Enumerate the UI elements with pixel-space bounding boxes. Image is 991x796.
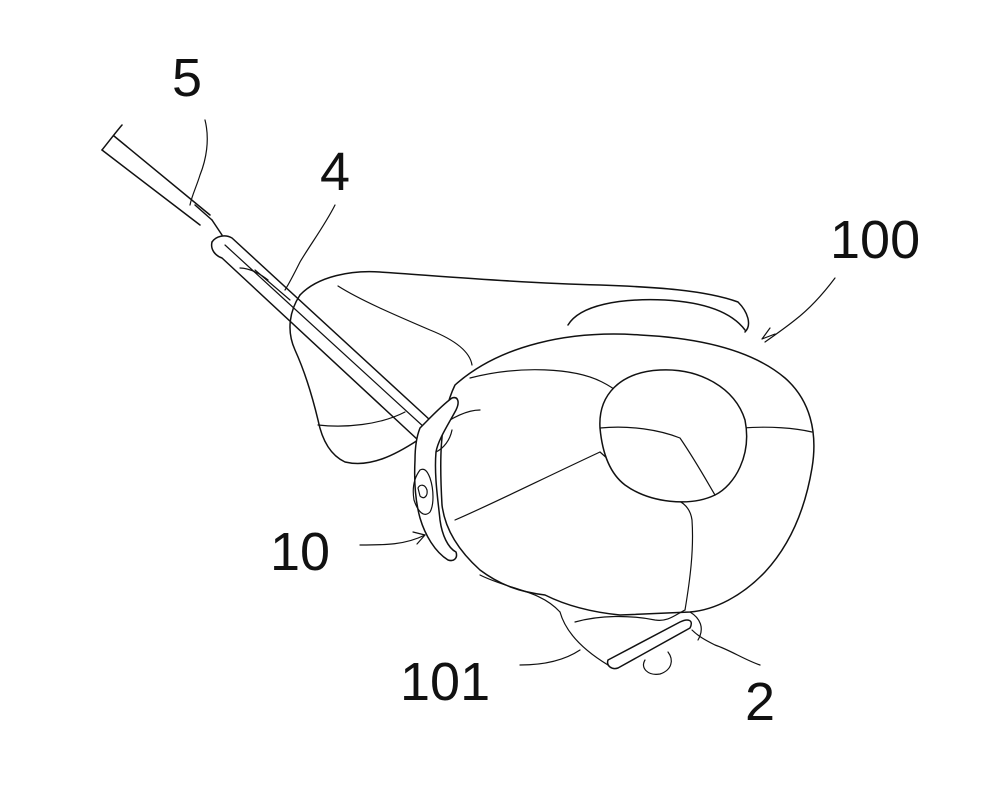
label-100: 100 xyxy=(830,210,920,270)
rod-assembly xyxy=(102,125,430,440)
label-4: 4 xyxy=(320,142,350,202)
label-5: 5 xyxy=(172,48,202,108)
label-10: 10 xyxy=(270,522,330,582)
round-window xyxy=(600,370,747,502)
label-101: 101 xyxy=(400,652,490,712)
foot-2 xyxy=(608,620,692,674)
label-2: 2 xyxy=(745,672,775,732)
